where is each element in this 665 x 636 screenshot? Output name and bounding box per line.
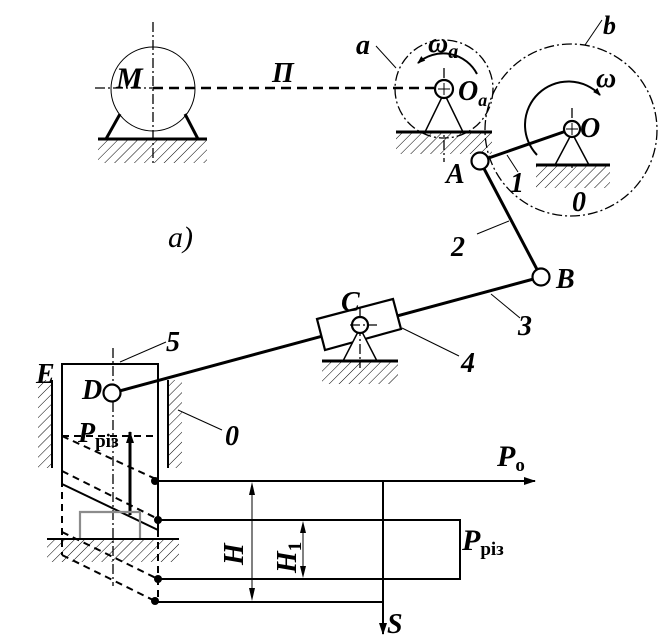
gear-a-leader: [375, 45, 397, 69]
link-2-label: 2: [450, 232, 465, 263]
frame-0-guide-label: 0: [225, 421, 239, 452]
gear-a-ground-hatch: [396, 133, 492, 154]
slider-block-4: 4 C: [315, 287, 475, 384]
connecting-link-2: [478, 160, 543, 278]
gear-b-ground-hatch: [536, 166, 610, 188]
motor: M: [95, 22, 207, 165]
point-a-joint: [470, 151, 490, 171]
frame-0-guide-leader: [177, 409, 223, 431]
point-b-joint: [531, 267, 551, 287]
link-5-label: 5: [166, 327, 180, 358]
force-diagram: Po S Pріз H H1: [155, 440, 536, 636]
link-4-leader: [401, 327, 460, 357]
slider-ground-hatch: [322, 362, 398, 384]
omega-a-label: ωa: [428, 28, 458, 63]
p-cut-right-label: Pріз: [461, 524, 504, 560]
gear-b-label: b: [603, 11, 616, 40]
dimension-h-label: H: [219, 542, 250, 566]
omega-arrow: [524, 80, 601, 156]
table-hatch: [47, 540, 179, 562]
ram-body-outline: [61, 363, 159, 530]
ram-position-upper-dashed: [62, 435, 159, 480]
p-cut-left-label: Pріз: [77, 418, 119, 452]
point-d-joint: [102, 383, 122, 403]
p-o-label: Po: [496, 440, 525, 476]
ram-lower-dashed-edge-2: [61, 554, 156, 602]
gear-b: b ω 0: [484, 11, 658, 218]
gear-a: a ωa Oa: [356, 28, 494, 162]
point-d-label: D: [81, 375, 102, 406]
link-4-label: 4: [460, 348, 475, 379]
guide-right-hatch: [168, 380, 182, 468]
dimension-h-arrow-bottom: [249, 588, 255, 601]
link-1-label: 1: [510, 168, 524, 199]
pivot-oa-label: Oa: [458, 76, 487, 110]
ram-upper-dashed-edge: [61, 435, 159, 481]
link-2-leader: [476, 220, 510, 235]
point-a-label: A: [444, 159, 465, 190]
dimension-h1-arrow-top: [300, 521, 306, 533]
pivot-o-label: O: [580, 113, 600, 144]
gear-b-pitch-circle: [484, 43, 658, 217]
ram-5: 0 5 E D Pріз: [35, 327, 239, 605]
link-3-label: 3: [517, 311, 532, 342]
point-c-label: C: [341, 287, 360, 318]
point-e-label: E: [35, 359, 55, 390]
ram-middle-dashed-edge: [61, 470, 159, 520]
link-3-leader: [490, 293, 521, 319]
link-5-leader: [119, 341, 167, 363]
gear-b-leader: [584, 19, 603, 46]
frame-0-top-label: 0: [572, 187, 586, 218]
dimension-h1-arrow-bottom: [300, 566, 306, 578]
gear-a-label: a: [356, 30, 370, 61]
link-1-leader: [506, 154, 519, 173]
guide-left-hatch: [38, 380, 52, 468]
omega-label: ω: [596, 63, 616, 94]
omega-a-arrow: [417, 52, 478, 75]
dimension-h1-label: H1: [272, 542, 306, 574]
figure-caption: a): [168, 221, 193, 254]
transmission-label: П: [271, 58, 295, 89]
motor-support-left: [104, 113, 122, 140]
ram-tool-edge: [61, 483, 159, 531]
s-axis-label: S: [387, 609, 403, 636]
workpiece: [78, 510, 142, 539]
motor-support-right: [183, 113, 200, 140]
motor-ground-hatch: [98, 140, 207, 163]
dimension-h-arrow-top: [249, 482, 255, 495]
motor-label: M: [115, 62, 144, 95]
cutting-force-rectangle: [158, 519, 461, 580]
crank-link-1: [479, 127, 573, 163]
point-b-label: B: [555, 264, 575, 295]
